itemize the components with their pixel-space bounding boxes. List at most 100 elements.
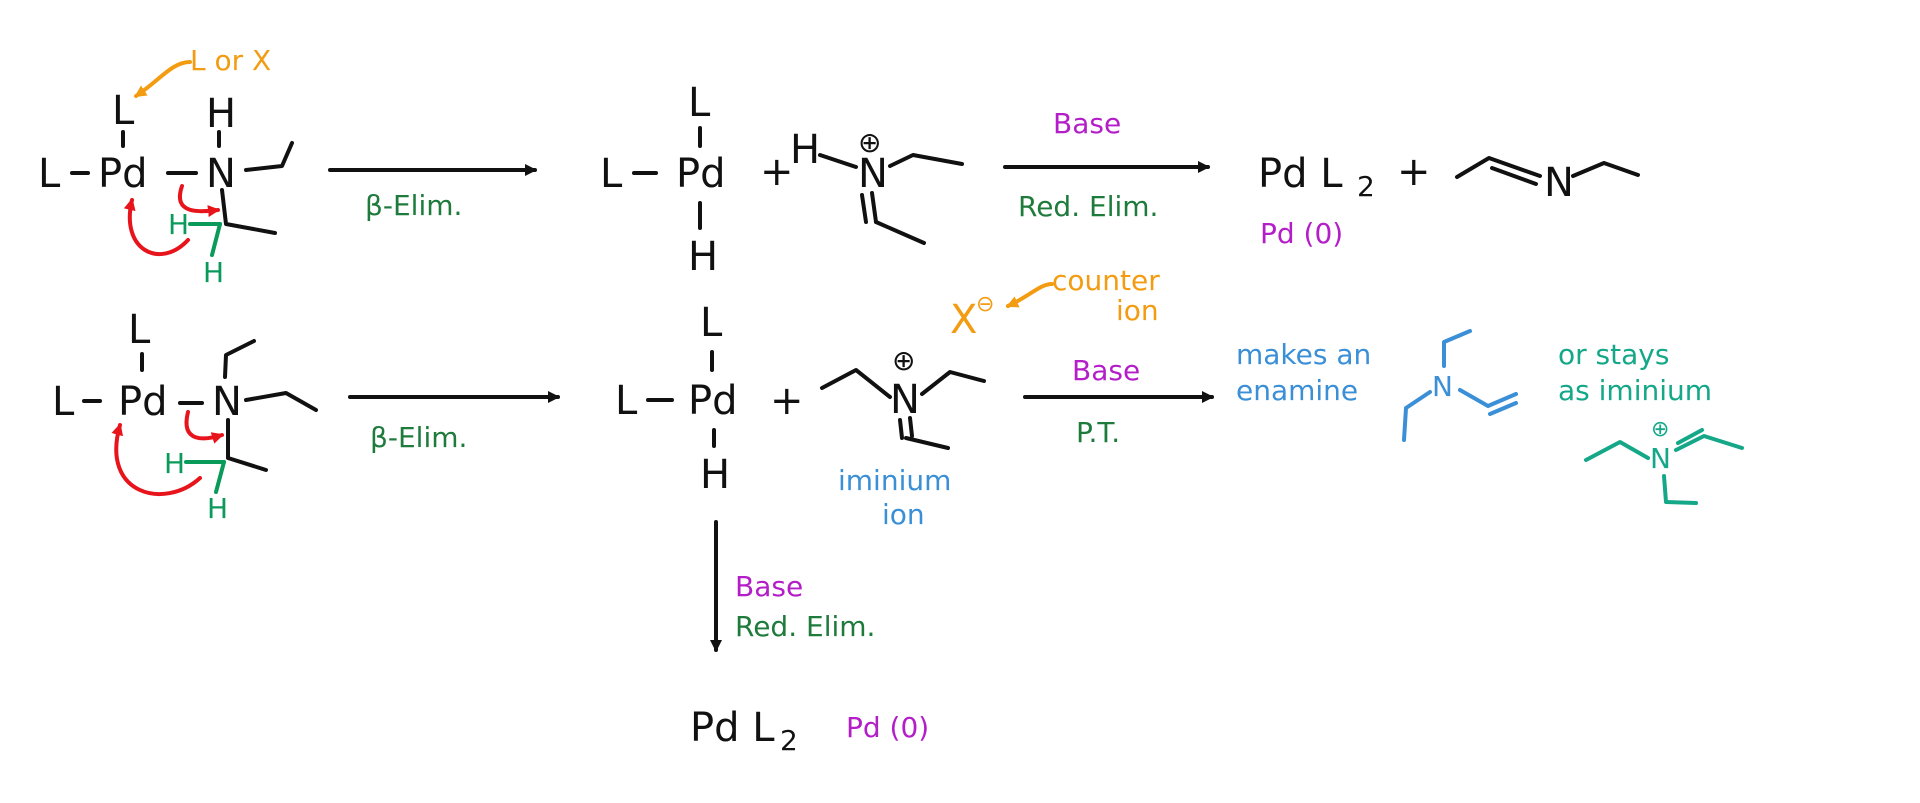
bond xyxy=(904,436,950,450)
pt-label: P.T. xyxy=(1076,416,1120,449)
iminium-label: iminium xyxy=(838,464,951,497)
imine-chain xyxy=(1455,156,1542,179)
as-iminium-label: as iminium xyxy=(1558,374,1712,407)
positive-charge: ⊕ xyxy=(892,344,915,377)
vinyl-chain xyxy=(1458,388,1518,408)
palladium: Pd xyxy=(118,379,168,425)
double-bond xyxy=(1488,401,1518,416)
ethyl-chain xyxy=(226,418,268,472)
palladium: Pd xyxy=(688,378,738,424)
double-bond xyxy=(860,193,868,224)
enamine-label: enamine xyxy=(1236,374,1358,407)
curved-arrow xyxy=(111,423,202,496)
ion-label: ion xyxy=(1116,294,1159,327)
row1-products: Pd L 2 + Pd (0) N xyxy=(1258,149,1640,250)
beta-elim-label: β-Elim. xyxy=(365,189,462,222)
hydrogen: H xyxy=(700,452,730,498)
ethyl-chain xyxy=(820,368,892,399)
double-bond xyxy=(1676,428,1704,445)
row1-pd-hydride: L Pd L H + xyxy=(600,80,794,280)
plus-sign: + xyxy=(770,378,804,424)
plus-sign: + xyxy=(1397,149,1431,195)
ethyl-chain xyxy=(244,141,294,172)
or-stays-label: or stays xyxy=(1558,338,1669,371)
ethyl-chain xyxy=(223,339,256,379)
hydrogen: H xyxy=(203,256,224,289)
nitrogen: N xyxy=(1650,442,1671,475)
red-elim-label: Red. Elim. xyxy=(1018,190,1158,223)
ch-bond xyxy=(210,222,222,257)
counter-anion: X xyxy=(950,297,977,343)
vinyl-chain xyxy=(1674,434,1744,452)
negative-charge: ⊖ xyxy=(976,292,994,317)
positive-charge: ⊕ xyxy=(1651,417,1669,442)
ethyl-chain xyxy=(1571,161,1640,178)
curved-arrow xyxy=(184,410,224,444)
double-bond xyxy=(898,418,904,440)
ligand-l: L xyxy=(52,379,75,425)
row2-stays-iminium: or stays as iminium N ⊕ xyxy=(1558,338,1744,505)
base-label: Base xyxy=(1072,354,1140,387)
pd0-label: Pd (0) xyxy=(1260,217,1343,250)
ligand-l: L xyxy=(600,151,623,197)
row1-arrow-base-red-elim: Base Red. Elim. xyxy=(1003,107,1210,223)
ethyl-chain xyxy=(1662,474,1698,505)
ch-bond xyxy=(214,460,226,494)
ion-label: ion xyxy=(882,498,925,531)
row1-iminium: H N ⊕ xyxy=(790,126,964,245)
row2-counter-ion: X ⊖ counter ion xyxy=(950,264,1160,343)
row2-arrow-beta-elim: β-Elim. xyxy=(348,391,560,454)
ethyl-chain xyxy=(1442,329,1472,368)
row2-pd-hydride: L Pd L H + xyxy=(615,300,804,498)
row2-pd-amine-complex: L Pd L N H H xyxy=(52,307,318,525)
bond xyxy=(818,153,858,169)
ethyl-chain xyxy=(220,188,277,235)
ligand-l: L xyxy=(700,300,723,346)
ligand-l: L xyxy=(688,80,711,126)
row3-products: Pd L 2 Pd (0) xyxy=(690,705,929,757)
annotation-l-or-x: L or X xyxy=(190,44,271,77)
row3-arrow-base-red-elim: Base Red. Elim. xyxy=(710,520,875,652)
row1-arrow-beta-elim: β-Elim. xyxy=(328,164,537,222)
nitrogen: N xyxy=(1432,370,1453,403)
beta-elim-label: β-Elim. xyxy=(370,421,467,454)
ethyl-chain xyxy=(888,153,964,168)
curved-arrow xyxy=(178,184,220,218)
pd-l2: Pd L xyxy=(690,705,775,751)
ligand-l: L xyxy=(615,378,638,424)
double-bond xyxy=(870,191,878,224)
orange-arrow xyxy=(134,60,192,98)
hydrogen: H xyxy=(206,91,236,137)
double-bond xyxy=(1490,166,1538,186)
orange-arrow xyxy=(1006,282,1054,308)
ligand-l: L xyxy=(112,88,135,134)
subscript-2: 2 xyxy=(1357,170,1375,203)
row2-arrow-base-pt: Base P.T. xyxy=(1023,354,1214,449)
subscript-2: 2 xyxy=(780,724,798,757)
plus-sign: + xyxy=(760,149,794,195)
beta-hydrogen: H xyxy=(168,208,189,241)
base-label: Base xyxy=(1053,107,1121,140)
makes-an-label: makes an xyxy=(1236,338,1371,371)
pd0-label: Pd (0) xyxy=(846,711,929,744)
counter-label: counter xyxy=(1052,264,1160,297)
positive-charge: ⊕ xyxy=(858,126,881,159)
hydrogen: H xyxy=(207,492,228,525)
hydrogen: H xyxy=(688,234,718,280)
ethyl-chain xyxy=(1402,390,1432,442)
red-elim-label: Red. Elim. xyxy=(735,610,875,643)
nitrogen: N xyxy=(858,151,888,197)
ligand-l: L xyxy=(38,151,61,197)
ligand-l: L xyxy=(128,307,151,353)
hydrogen: H xyxy=(790,127,820,173)
nitrogen: N xyxy=(212,379,242,425)
base-label: Base xyxy=(735,570,803,603)
curved-arrow xyxy=(123,198,190,257)
palladium: Pd xyxy=(676,151,726,197)
bond xyxy=(874,220,926,245)
ethyl-chain xyxy=(920,370,986,396)
ethyl-chain xyxy=(244,391,318,412)
ethyl-chain xyxy=(1584,440,1650,462)
row2-iminium: N ⊕ iminium ion xyxy=(820,344,986,531)
